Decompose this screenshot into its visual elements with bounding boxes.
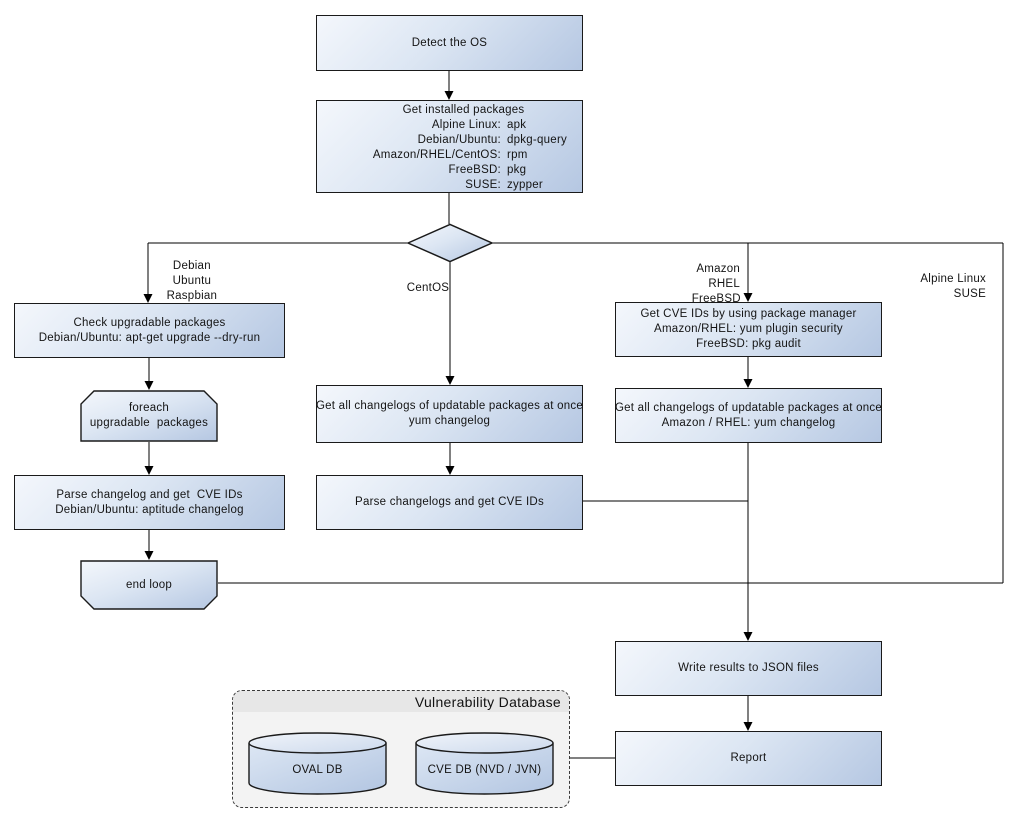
os-decision-diamond: [406, 223, 494, 263]
package-manager-row: FreeBSD: pkg: [448, 164, 527, 176]
branch-label-debian: Debian Ubuntu Raspbian: [166, 260, 218, 302]
node-write-results-json: Write results to JSON files: [615, 641, 882, 696]
node-foreach-loop-begin: foreach upgradable packages: [80, 390, 218, 442]
node-label: Get all changelogs of updatable packages…: [315, 400, 584, 412]
node-label: Get all changelogs of updatable packages…: [614, 401, 883, 414]
package-manager-row: SUSE: zypper: [465, 179, 544, 191]
node-label: Amazon/RHEL: yum plugin security: [654, 323, 843, 335]
node-label: Parse changelog and get CVE IDs: [56, 488, 243, 501]
node-label: upgradable packages: [89, 417, 209, 429]
package-manager-row: Alpine Linux: apk: [431, 119, 527, 131]
node-check-upgradable-packages: Check upgradable packages Debian/Ubuntu:…: [14, 303, 285, 358]
node-parse-changelog-debian: Parse changelog and get CVE IDs Debian/U…: [14, 475, 285, 530]
package-manager-row: Amazon/RHEL/CentOS: rpm: [372, 149, 528, 161]
node-label: foreach: [128, 402, 170, 414]
node-label: FreeBSD: pkg audit: [696, 338, 801, 350]
vulnerability-database-header: Vulnerability Database: [233, 691, 569, 712]
loop-end-shape: [80, 560, 218, 610]
node-label: Get CVE IDs by using package manager: [640, 308, 857, 320]
database-cylinder-icon: [415, 732, 554, 795]
node-report: Report: [615, 731, 882, 786]
package-manager-row: Debian/Ubuntu: dpkg-query: [417, 134, 568, 146]
node-label: Amazon / RHEL: yum changelog: [661, 416, 836, 429]
node-label: Get installed packages: [402, 104, 525, 116]
arrowheads: [143, 91, 753, 731]
node-label: Check upgradable packages: [73, 316, 226, 329]
node-get-changelogs-centos: Get all changelogs of updatable packages…: [316, 385, 583, 443]
node-detect-os: Detect the OS: [316, 15, 583, 71]
cylinder-label: CVE DB (NVD / JVN): [427, 763, 542, 776]
flow-lines: [147, 71, 1004, 759]
node-label: Debian/Ubuntu: aptitude changelog: [55, 503, 244, 516]
node-label: Write results to JSON files: [678, 662, 819, 674]
vulnerability-database-title: Vulnerability Database: [414, 693, 561, 710]
database-cylinder-icon: [248, 732, 387, 795]
branch-label-amazon-rhel-freebsd: Amazon RHEL FreeBSD: [691, 263, 741, 305]
node-end-loop: end loop: [80, 560, 218, 610]
node-parse-changelogs-centos: Parse changelogs and get CVE IDs: [316, 475, 583, 530]
node-get-changelogs-amazon-rhel: Get all changelogs of updatable packages…: [615, 388, 882, 443]
node-label: Debian/Ubuntu: apt-get upgrade --dry-run: [38, 331, 261, 344]
node-get-cve-ids-package-manager: Get CVE IDs by using package manager Ama…: [615, 302, 882, 357]
cylinder-label: OVAL DB: [292, 763, 343, 776]
loop-begin-shape: [80, 390, 218, 442]
branch-label-centos: CentOS: [406, 282, 450, 294]
cve-db-cylinder: CVE DB (NVD / JVN): [415, 732, 554, 795]
node-get-installed-packages: Get installed packages Alpine Linux: apk…: [316, 100, 583, 193]
node-label: yum changelog: [408, 415, 491, 427]
node-label: end loop: [125, 578, 173, 591]
node-label: Detect the OS: [411, 36, 488, 49]
oval-db-cylinder: OVAL DB: [248, 732, 387, 795]
node-label: Parse changelogs and get CVE IDs: [355, 496, 544, 508]
branch-label-alpine-suse: Alpine Linux SUSE: [920, 273, 986, 300]
node-label: Report: [730, 752, 767, 764]
